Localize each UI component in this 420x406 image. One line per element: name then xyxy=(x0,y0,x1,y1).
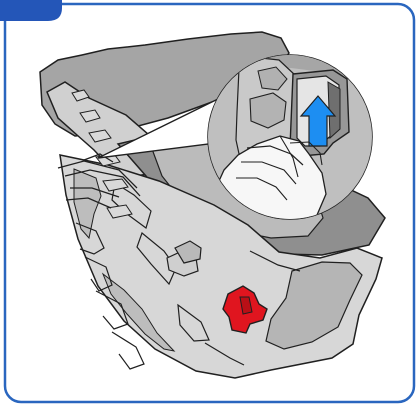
step-badge xyxy=(0,0,62,21)
